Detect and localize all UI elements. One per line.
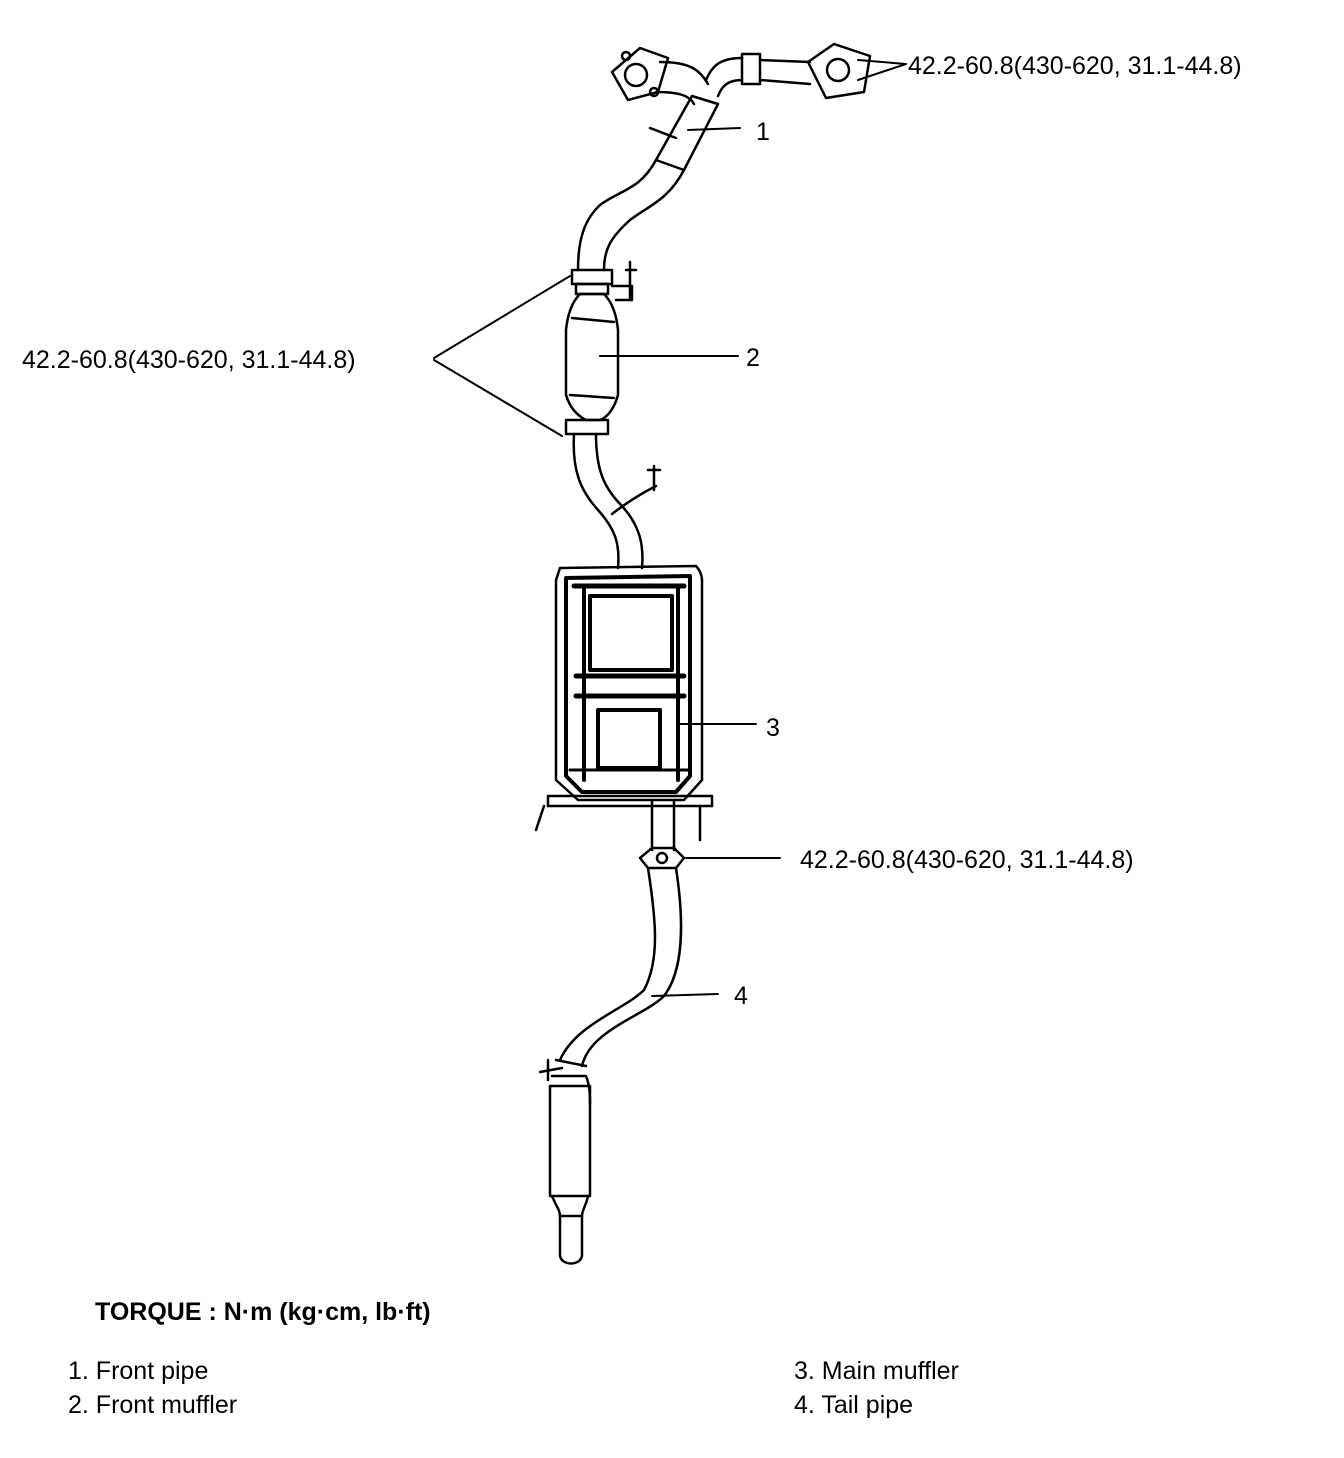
torque-spec-top-right: 42.2-60.8(430-620, 31.1-44.8) <box>908 52 1242 80</box>
intermediate-pipe <box>572 432 662 570</box>
front-pipe <box>576 42 872 272</box>
callout-1: 1 <box>756 118 770 146</box>
callout-2: 2 <box>746 344 760 372</box>
torque-spec-left: 42.2-60.8(430-620, 31.1-44.8) <box>22 346 356 374</box>
torque-spec-middle-right: 42.2-60.8(430-620, 31.1-44.8) <box>800 846 1134 874</box>
callout-3: 3 <box>766 714 780 742</box>
front-flange <box>570 260 638 302</box>
legend-item-front-pipe: 1. Front pipe <box>68 1357 209 1385</box>
legend-item-tail-pipe: 4. Tail pipe <box>794 1391 914 1419</box>
legend-item-front-muffler: 2. Front muffler <box>68 1391 238 1419</box>
leader-lines <box>433 59 907 997</box>
callout-4: 4 <box>734 982 748 1010</box>
front-muffler <box>564 292 620 436</box>
torque-units-title: TORQUE : N·m (kg·cm, lb·ft) <box>95 1298 431 1326</box>
tail-pipe <box>538 798 686 1265</box>
main-muffler <box>534 564 714 842</box>
legend-item-main-muffler: 3. Main muffler <box>794 1357 959 1385</box>
